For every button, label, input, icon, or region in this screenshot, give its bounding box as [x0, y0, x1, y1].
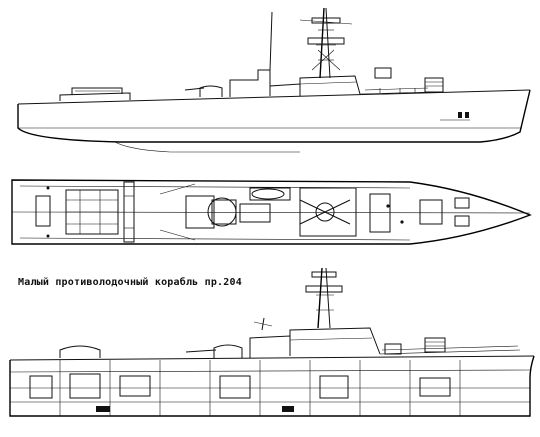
drawing-caption: Малый противолодочный корабль пр.204 — [18, 277, 242, 288]
deck-plan — [11, 179, 532, 245]
side-profile-bottom — [9, 267, 535, 417]
side-profile-top — [17, 7, 531, 153]
